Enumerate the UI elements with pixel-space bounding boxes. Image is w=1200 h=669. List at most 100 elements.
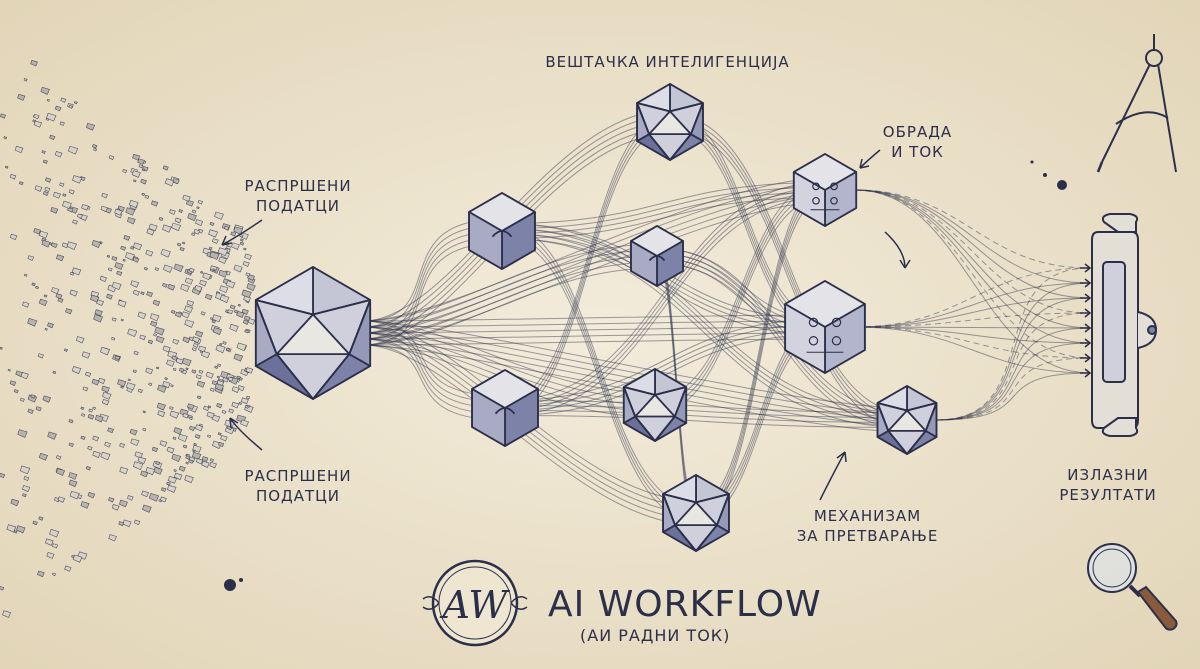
flow-line: [656, 263, 908, 428]
data-particle: [30, 394, 36, 399]
data-particle: [59, 182, 65, 187]
data-particle: [170, 310, 176, 314]
data-particle: [233, 264, 243, 273]
flow-line: [504, 400, 908, 413]
flow-line: [362, 320, 826, 328]
data-particle: [108, 497, 115, 503]
data-particle: [215, 344, 226, 354]
data-particle: [90, 294, 100, 303]
data-particle: [209, 251, 220, 260]
label-scattered-bottom: РАСПРШЕНИ ПОДАТЦИ: [244, 467, 352, 505]
data-particle: [87, 492, 96, 499]
data-particle: [37, 570, 45, 578]
output-arrowhead: [1080, 338, 1092, 348]
data-particle: [174, 311, 183, 318]
data-particle: [240, 397, 249, 405]
flow-line: [501, 238, 826, 335]
data-particle: [120, 245, 127, 251]
data-particle: [128, 199, 139, 209]
data-particle: [178, 367, 185, 373]
data-particle: [80, 501, 90, 509]
flow-line: [362, 249, 658, 328]
flow-line: [362, 320, 506, 397]
data-particle: [132, 153, 141, 161]
data-particle: [92, 144, 98, 149]
data-particle: [141, 192, 146, 197]
data-particle: [130, 438, 140, 447]
arrow-mechanism-head: [836, 451, 847, 463]
data-particle: [111, 256, 118, 262]
data-particle: [119, 466, 129, 475]
data-particle: [132, 369, 137, 374]
data-particle: [201, 460, 210, 468]
data-particle: [172, 178, 180, 185]
data-particle: [140, 178, 147, 185]
data-particle: [214, 383, 225, 392]
flow-line: [501, 182, 826, 224]
data-particle: [195, 374, 202, 380]
flow-line: [362, 236, 503, 340]
data-particle: [225, 280, 236, 289]
data-particle: [209, 458, 215, 462]
data-particle: [62, 200, 72, 210]
data-particle: [184, 277, 194, 285]
data-particle: [68, 442, 74, 448]
data-particle: [173, 469, 177, 473]
output-line: [854, 189, 1091, 344]
flow-line: [362, 201, 826, 346]
data-particle: [246, 283, 256, 292]
data-particle: [59, 121, 65, 126]
data-particle: [20, 397, 25, 402]
data-particle: [162, 381, 171, 389]
data-particle: [229, 304, 236, 310]
flow-line: [362, 195, 826, 340]
data-particle: [71, 366, 82, 375]
data-particle: [94, 414, 104, 423]
data-particle: [92, 450, 101, 458]
data-particle: [101, 192, 108, 199]
data-particle: [93, 148, 98, 152]
data-particle: [153, 333, 158, 337]
data-particle: [49, 134, 56, 140]
data-particle: [57, 496, 66, 503]
data-particle: [227, 376, 234, 382]
data-particle: [240, 419, 249, 427]
flow-line: [504, 187, 826, 406]
data-particle: [42, 395, 52, 403]
data-particle: [201, 350, 211, 359]
data-particle: [200, 311, 206, 316]
data-particle: [111, 337, 116, 341]
data-particle: [27, 255, 35, 261]
data-particle: [108, 155, 115, 160]
data-particle: [189, 417, 193, 421]
data-particle: [130, 280, 140, 288]
data-particle: [211, 319, 216, 324]
page-subtitle: (АИ РАДНИ ТОК): [580, 626, 731, 645]
data-particle: [198, 369, 204, 374]
data-particle: [208, 246, 213, 250]
data-particle: [41, 239, 51, 248]
data-particle: [208, 229, 219, 238]
data-particle: [19, 465, 31, 475]
data-particle: [205, 371, 214, 379]
arrow-mechanism: [819, 451, 846, 501]
output-line: [854, 189, 1091, 269]
output-line: [854, 189, 1091, 299]
data-particle: [188, 267, 195, 273]
data-particle: [193, 343, 199, 348]
data-particle: [167, 283, 176, 291]
data-particle: [185, 461, 189, 465]
data-particle: [47, 431, 57, 440]
flow-line: [362, 332, 908, 421]
data-particle: [57, 297, 64, 303]
data-particle: [181, 311, 190, 319]
data-particle: [142, 410, 146, 414]
flow-line: [501, 187, 826, 229]
data-particle: [64, 565, 72, 572]
label-scattered-top: РАСПРШЕНИ ПОДАТЦИ: [244, 177, 352, 215]
arrow-flow: [884, 231, 906, 269]
data-particle: [194, 434, 201, 439]
data-particle: [195, 330, 204, 338]
data-particle: [229, 323, 239, 332]
